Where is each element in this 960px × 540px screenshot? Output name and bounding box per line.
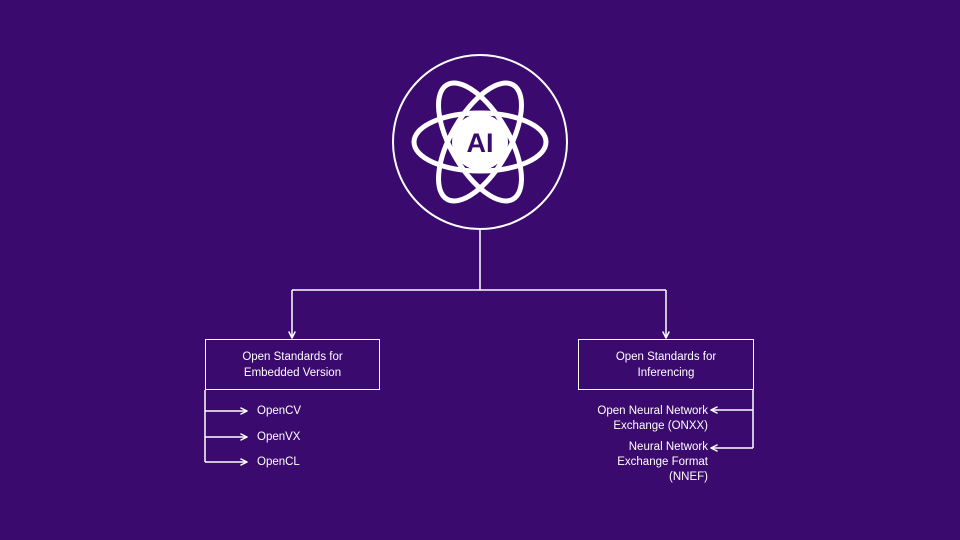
connectors	[204, 229, 754, 466]
left-item-opencl: OpenCL	[257, 456, 300, 468]
category-title-line-2: Inferencing	[637, 366, 695, 379]
category-title-line-2: Embedded Version	[243, 366, 342, 379]
logo-text: AI	[467, 128, 494, 158]
logo-center-disc	[452, 114, 508, 170]
atom-ai-icon	[411, 80, 549, 204]
item-line: Open Neural Network	[597, 405, 708, 417]
ai-logo: AI	[392, 54, 568, 230]
right-item-nnef: Neural Network Exchange Format (NNEF)	[617, 440, 708, 485]
item-line: Neural Network	[628, 441, 708, 453]
item-line: Exchange Format	[617, 456, 708, 468]
item-line: (NNEF)	[669, 471, 708, 483]
right-item-onnx: Open Neural Network Exchange (ONXX)	[597, 404, 708, 434]
left-item-opencv: OpenCV	[257, 405, 302, 417]
category-title-line-1: Open Standards for	[242, 350, 343, 363]
category-box-embedded: Open Standards for Embedded Version	[205, 339, 380, 390]
item-line: Exchange (ONXX)	[613, 420, 708, 432]
category-box-inferencing: Open Standards for Inferencing	[578, 339, 754, 390]
left-item-openvx: OpenVX	[257, 431, 301, 443]
category-title-line-1: Open Standards for	[615, 350, 717, 363]
